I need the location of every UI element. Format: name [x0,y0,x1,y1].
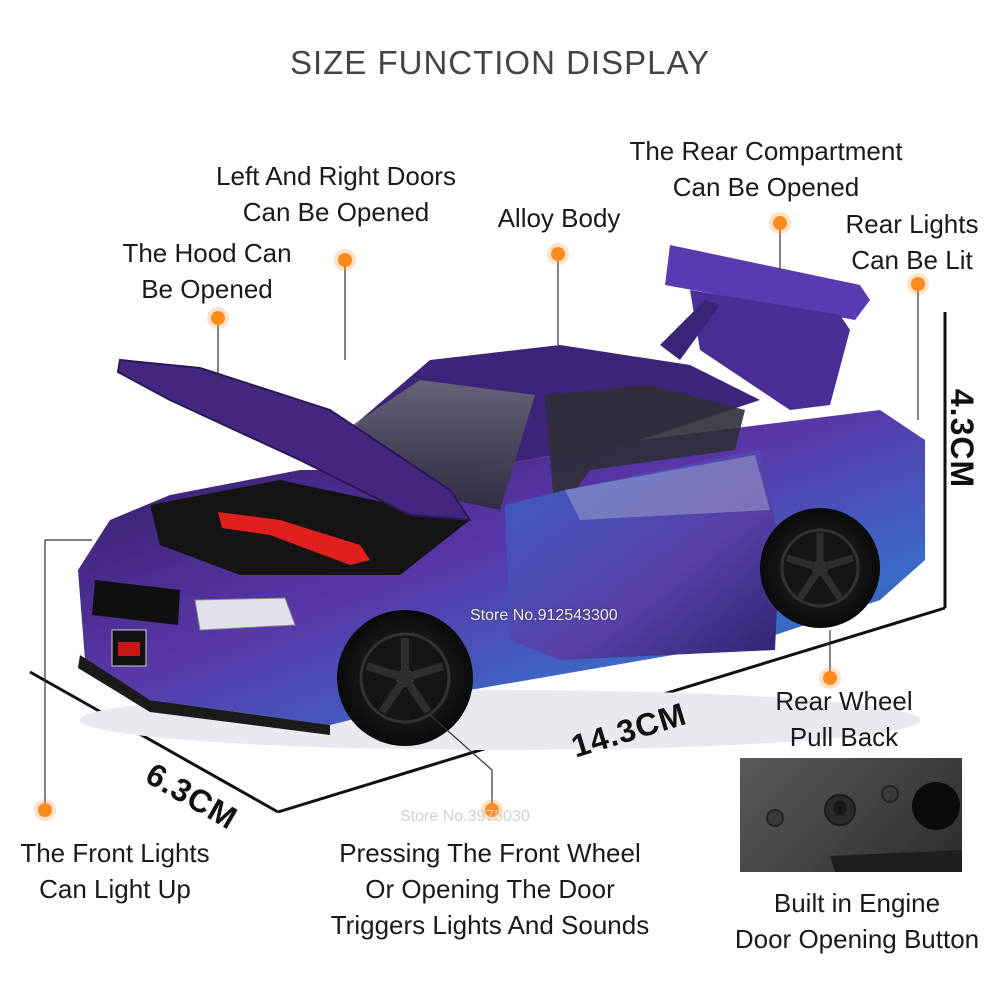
rear-lights-line-2: Can Be Lit [851,245,973,275]
rear-lights-indicator-dot [911,277,925,291]
alloy-body-indicator-dot [551,247,565,261]
engine-button-line-2: Door Opening Button [734,924,980,954]
front-lights-line-2: Can Light Up [39,874,191,904]
rear-lights-label: Rear Lights Can Be Lit [830,206,994,278]
hood-feature-label: The Hood Can Be Opened [102,235,312,307]
rear-compartment-line-1: The Rear Compartment [629,136,903,166]
page-title: SIZE FUNCTION DISPLAY [289,44,711,81]
engine-button-photo [740,758,962,872]
doors-indicator-dot [338,253,352,267]
store-watermark-2: Store No.3975030 [400,808,530,825]
front-lights-label: The Front Lights Can Light Up [0,835,230,907]
front-lights-line-1: The Front Lights [20,838,210,868]
front-wheel-line-1: Pressing The Front Wheel [339,838,641,868]
front-lights-indicator-dot [38,803,52,817]
rear-compartment-label: The Rear Compartment Can Be Opened [606,133,926,205]
rear-wheel-indicator-dot [823,671,837,685]
width-dimension-line [29,670,279,814]
hood-line-2: Be Opened [141,274,273,304]
rear-wheel-label: Rear Wheel Pull Back [752,683,936,755]
rear-compartment-line-2: Can Be Opened [672,172,860,202]
doors-line-1: Left And Right Doors [216,161,456,191]
alloy-body-label: Alloy Body [480,200,638,236]
leader-lines [44,225,919,808]
doors-line-2: Can Be Opened [242,197,430,227]
front-wheel-indicator-dot [485,803,499,817]
rear-wheel-line-1: Rear Wheel [775,686,913,716]
hood-indicator-dot [211,311,225,325]
store-watermark-1: Store No.912543300 [470,607,618,624]
alloy-body-line-1: Alloy Body [497,203,621,233]
strut-bar [218,512,370,565]
engine-button-line-1: Built in Engine [773,888,941,918]
rear-compartment-indicator-dot [773,216,787,230]
front-wheel-line-2: Or Opening The Door [365,874,615,904]
front-wheel-line-3: Triggers Lights And Sounds [330,910,650,940]
doors-feature-label: Left And Right Doors Can Be Opened [196,158,476,230]
rear-wheel-line-2: Pull Back [789,722,899,752]
height-dimension-label: 4.3CM [944,388,981,489]
rear-lights-line-1: Rear Lights [845,209,979,239]
engine-button-icon [766,782,962,872]
front-wheel-label: Pressing The Front Wheel Or Opening The … [300,835,680,943]
car-image [78,245,925,750]
hood-line-1: The Hood Can [122,238,292,268]
engine-button-label: Built in Engine Door Opening Button [714,885,1000,957]
